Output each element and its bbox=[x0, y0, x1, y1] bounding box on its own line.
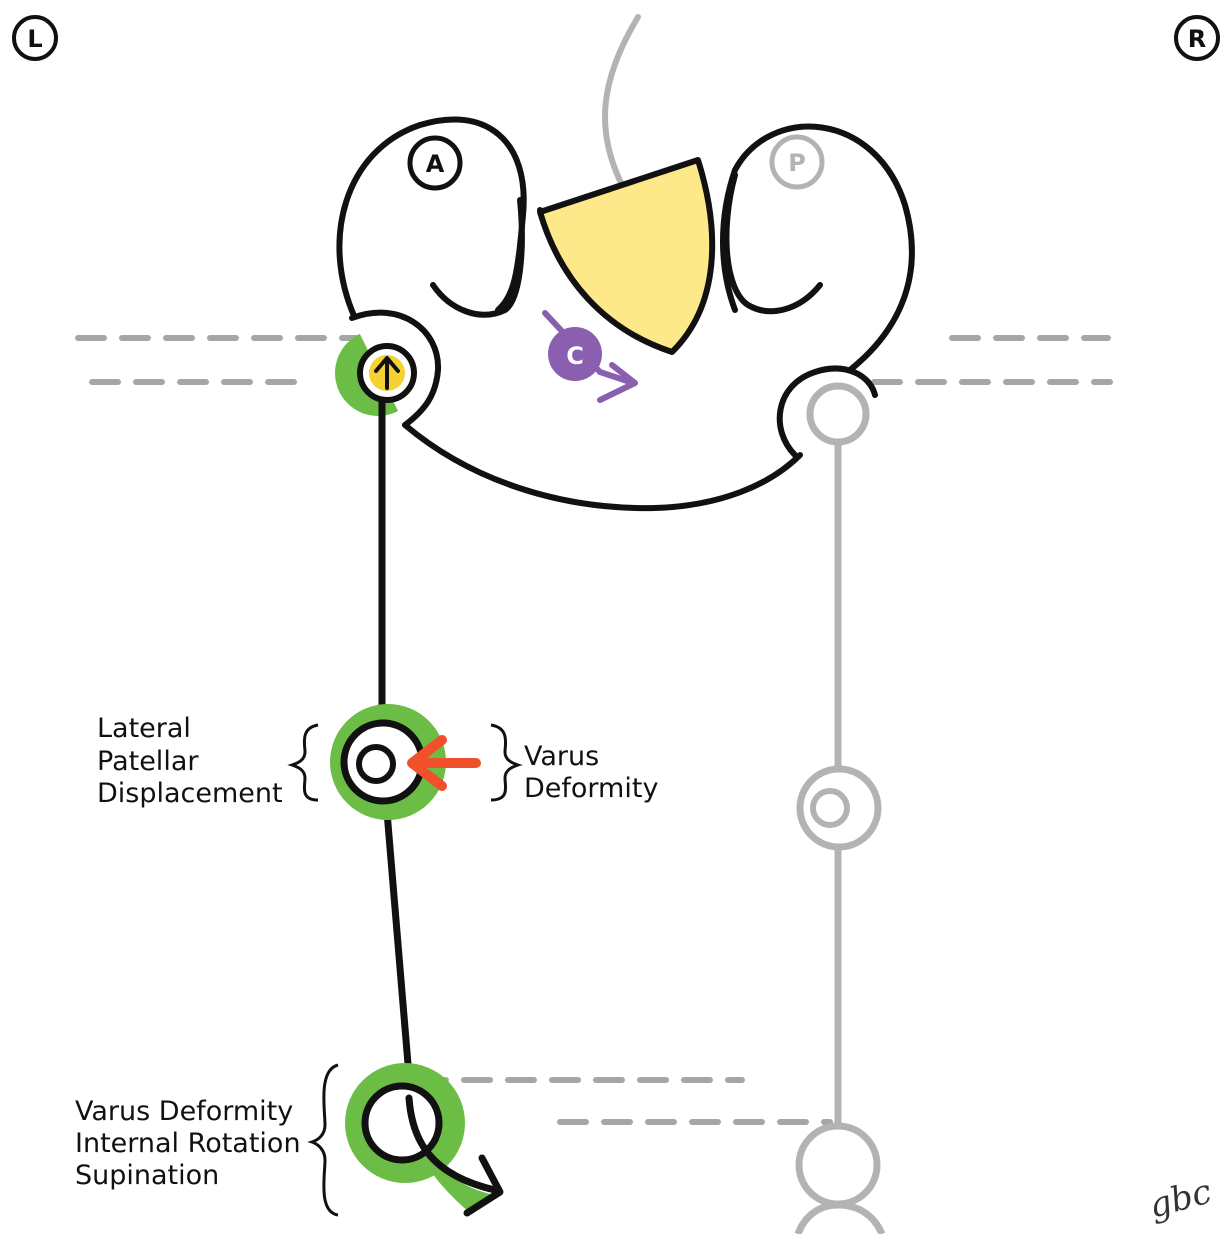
anterior-badge: A bbox=[410, 138, 460, 188]
left-side-badge: L bbox=[14, 17, 56, 59]
right-side-badge-text: R bbox=[1188, 25, 1206, 53]
knee-left-bracket bbox=[292, 725, 318, 800]
left-foot-joint bbox=[345, 1063, 500, 1213]
elevation-arrow-icon bbox=[369, 355, 405, 391]
artist-signature: gbc bbox=[1145, 1172, 1216, 1227]
right-side-badge: R bbox=[1176, 17, 1218, 59]
right-knee-inner bbox=[813, 791, 847, 825]
reference-dashes bbox=[78, 338, 1110, 1122]
knee-right-label-line-1: Varus bbox=[524, 741, 599, 772]
knee-right-label: Varus Deformity bbox=[524, 741, 658, 804]
knee-left-label-line-2: Patellar bbox=[97, 746, 199, 777]
knee-left-label-line-3: Displacement bbox=[97, 778, 283, 809]
right-ilium-hook bbox=[726, 175, 820, 311]
left-tibia bbox=[386, 800, 411, 1100]
foot-label: Varus Deformity Internal Rotation Supina… bbox=[75, 1096, 309, 1191]
left-knee-joint bbox=[330, 704, 476, 820]
right-leg bbox=[798, 442, 882, 1234]
knee-right-bracket bbox=[491, 725, 518, 800]
anterior-badge-text: A bbox=[426, 150, 445, 178]
foot-label-line-2: Internal Rotation bbox=[75, 1128, 301, 1159]
sacrum bbox=[540, 160, 712, 352]
foot-label-line-1: Varus Deformity bbox=[75, 1096, 293, 1127]
rotation-badge-text: C bbox=[566, 342, 584, 370]
posterior-badge-text: P bbox=[788, 149, 806, 177]
knee-left-label: Lateral Patellar Displacement bbox=[97, 713, 283, 809]
knee-left-label-line-1: Lateral bbox=[97, 713, 191, 744]
rotation-arrow-head bbox=[600, 365, 635, 400]
right-foot bbox=[798, 1205, 882, 1234]
foot-label-line-3: Supination bbox=[75, 1160, 219, 1191]
pelvis-lower-arc bbox=[405, 425, 800, 508]
left-hip-joint bbox=[335, 313, 438, 425]
spine-line bbox=[605, 17, 638, 185]
right-ankle bbox=[799, 1126, 877, 1204]
left-side-badge-text: L bbox=[27, 25, 42, 53]
posterior-badge: P bbox=[772, 137, 822, 187]
right-hip-joint bbox=[780, 369, 875, 455]
foot-bracket bbox=[312, 1065, 338, 1215]
knee-right-label-line-2: Deformity bbox=[524, 773, 658, 804]
